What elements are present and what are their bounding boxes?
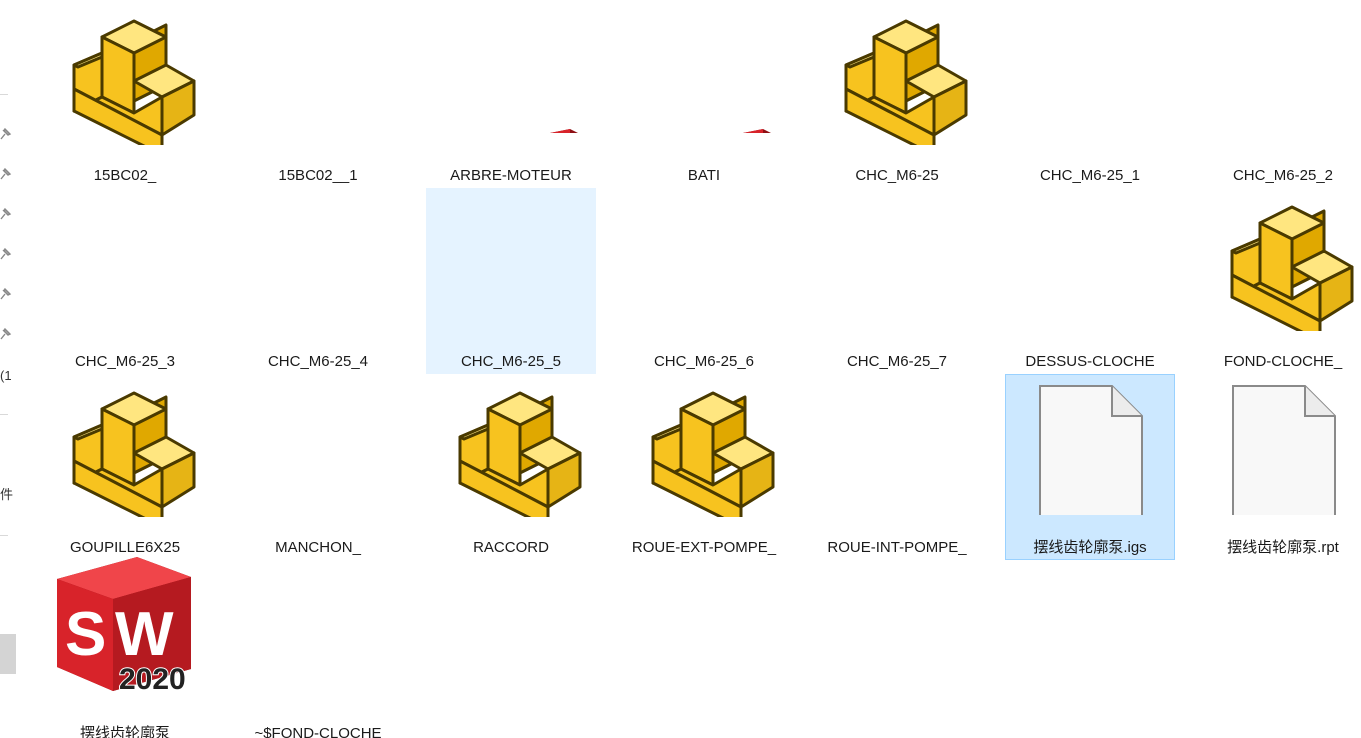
- solidworks-part-icon: [452, 387, 582, 517]
- file-name-label: DESSUS-CLOCHE: [1025, 353, 1155, 370]
- solidworks-part-icon: [66, 15, 196, 145]
- file-item[interactable]: ROUE-INT-POMPE_: [812, 374, 982, 560]
- file-name-label: CHC_M6-25: [855, 167, 939, 184]
- nav-item-label[interactable]: (1: [0, 368, 12, 383]
- svg-text:W: W: [115, 600, 174, 669]
- blank-icon: [645, 201, 775, 331]
- file-item[interactable]: FOND-CLOCHE_: [1198, 188, 1361, 374]
- nav-divider: [0, 535, 8, 536]
- file-name-label: ROUE-EXT-POMPE_: [631, 539, 777, 556]
- file-name-label: CHC_M6-25_6: [653, 353, 755, 370]
- file-item[interactable]: ~$FOND-CLOCHE: [233, 560, 403, 738]
- file-grid: 15BC02_15BC02__1SW2020ARBRE-MOTEURSW2020…: [28, 0, 1361, 738]
- file-item[interactable]: MANCHON_: [233, 374, 403, 560]
- blank-icon: [259, 387, 389, 517]
- file-item[interactable]: GOUPILLE6X25: [40, 374, 210, 560]
- file-name-label: CHC_M6-25_2: [1232, 167, 1334, 184]
- file-name-label: CHC_M6-25_1: [1039, 167, 1141, 184]
- blank-icon: [1031, 15, 1161, 145]
- file-name-label: CHC_M6-25_5: [460, 353, 562, 370]
- file-item[interactable]: 15BC02__1: [233, 2, 403, 188]
- file-name-label: 摆线齿轮廓泵: [79, 725, 170, 738]
- file-item[interactable]: RACCORD: [426, 374, 596, 560]
- file-item[interactable]: 摆线齿轮廓泵.rpt: [1198, 374, 1361, 560]
- blank-icon: [838, 387, 968, 517]
- pin-icon[interactable]: [0, 128, 12, 140]
- file-name-label: ~$FOND-CLOCHE: [254, 725, 382, 738]
- solidworks-part-icon: [66, 387, 196, 517]
- pin-icon[interactable]: [0, 288, 12, 300]
- solidworks-part-icon: [838, 15, 968, 145]
- file-item[interactable]: SW2020BATI: [619, 2, 789, 188]
- blank-icon: [1224, 15, 1354, 145]
- blank-icon: [838, 201, 968, 331]
- pin-icon[interactable]: [0, 208, 12, 220]
- nav-divider: [0, 414, 8, 415]
- blank-icon: [452, 201, 582, 331]
- file-item[interactable]: 15BC02_: [40, 2, 210, 188]
- file-name-label: CHC_M6-25_3: [74, 353, 176, 370]
- file-name-label: ARBRE-MOTEUR: [450, 167, 572, 184]
- blank-icon: [259, 15, 389, 145]
- pin-icon[interactable]: [0, 328, 12, 340]
- file-item[interactable]: 摆线齿轮廓泵.igs: [1005, 374, 1175, 560]
- file-name-label: FOND-CLOCHE_: [1223, 353, 1343, 370]
- file-item[interactable]: CHC_M6-25_4: [233, 188, 403, 374]
- blank-icon: [1031, 201, 1161, 331]
- file-item[interactable]: CHC_M6-25_2: [1198, 2, 1361, 188]
- file-item[interactable]: DESSUS-CLOCHE: [1005, 188, 1175, 374]
- nav-scrollbar-thumb[interactable]: [0, 634, 16, 674]
- nav-item-label[interactable]: 件: [0, 487, 14, 502]
- file-item[interactable]: CHC_M6-25_1: [1005, 2, 1175, 188]
- generic-file-icon: [1025, 385, 1155, 515]
- file-item[interactable]: ROUE-EXT-POMPE_: [619, 374, 789, 560]
- file-item[interactable]: CHC_M6-25_7: [812, 188, 982, 374]
- file-name-label: GOUPILLE6X25: [69, 539, 181, 556]
- blank-icon: [66, 201, 196, 331]
- svg-text:2020: 2020: [119, 663, 186, 696]
- solidworks-part-icon: [645, 387, 775, 517]
- file-name-label: 15BC02__1: [278, 167, 358, 184]
- file-name-label: BATI: [687, 167, 721, 184]
- file-item[interactable]: CHC_M6-25_6: [619, 188, 789, 374]
- nav-divider: [0, 94, 8, 95]
- file-item[interactable]: CHC_M6-25_3: [40, 188, 210, 374]
- pin-icon[interactable]: [0, 168, 12, 180]
- pin-icon[interactable]: [0, 248, 12, 260]
- file-name-label: MANCHON_: [275, 539, 361, 556]
- blank-icon: [259, 201, 389, 331]
- file-item[interactable]: CHC_M6-25: [812, 2, 982, 188]
- file-name-label: 摆线齿轮廓泵.rpt: [1227, 539, 1339, 556]
- file-name-label: RACCORD: [473, 539, 549, 556]
- file-name-label: CHC_M6-25_7: [846, 353, 948, 370]
- solidworks-part-icon: [1224, 201, 1354, 331]
- file-name-label: ROUE-INT-POMPE_: [827, 539, 967, 556]
- blank-icon: [259, 573, 389, 703]
- svg-text:S: S: [65, 600, 106, 669]
- navigation-pane[interactable]: (1 件: [0, 0, 18, 738]
- file-item[interactable]: SW2020ARBRE-MOTEUR: [426, 2, 596, 188]
- file-name-label: 15BC02_: [93, 167, 157, 184]
- file-name-label: CHC_M6-25_4: [267, 353, 369, 370]
- file-name-label: 摆线齿轮廓泵.igs: [1033, 539, 1147, 556]
- generic-file-icon: [1218, 385, 1348, 515]
- file-item[interactable]: CHC_M6-25_5: [426, 188, 596, 374]
